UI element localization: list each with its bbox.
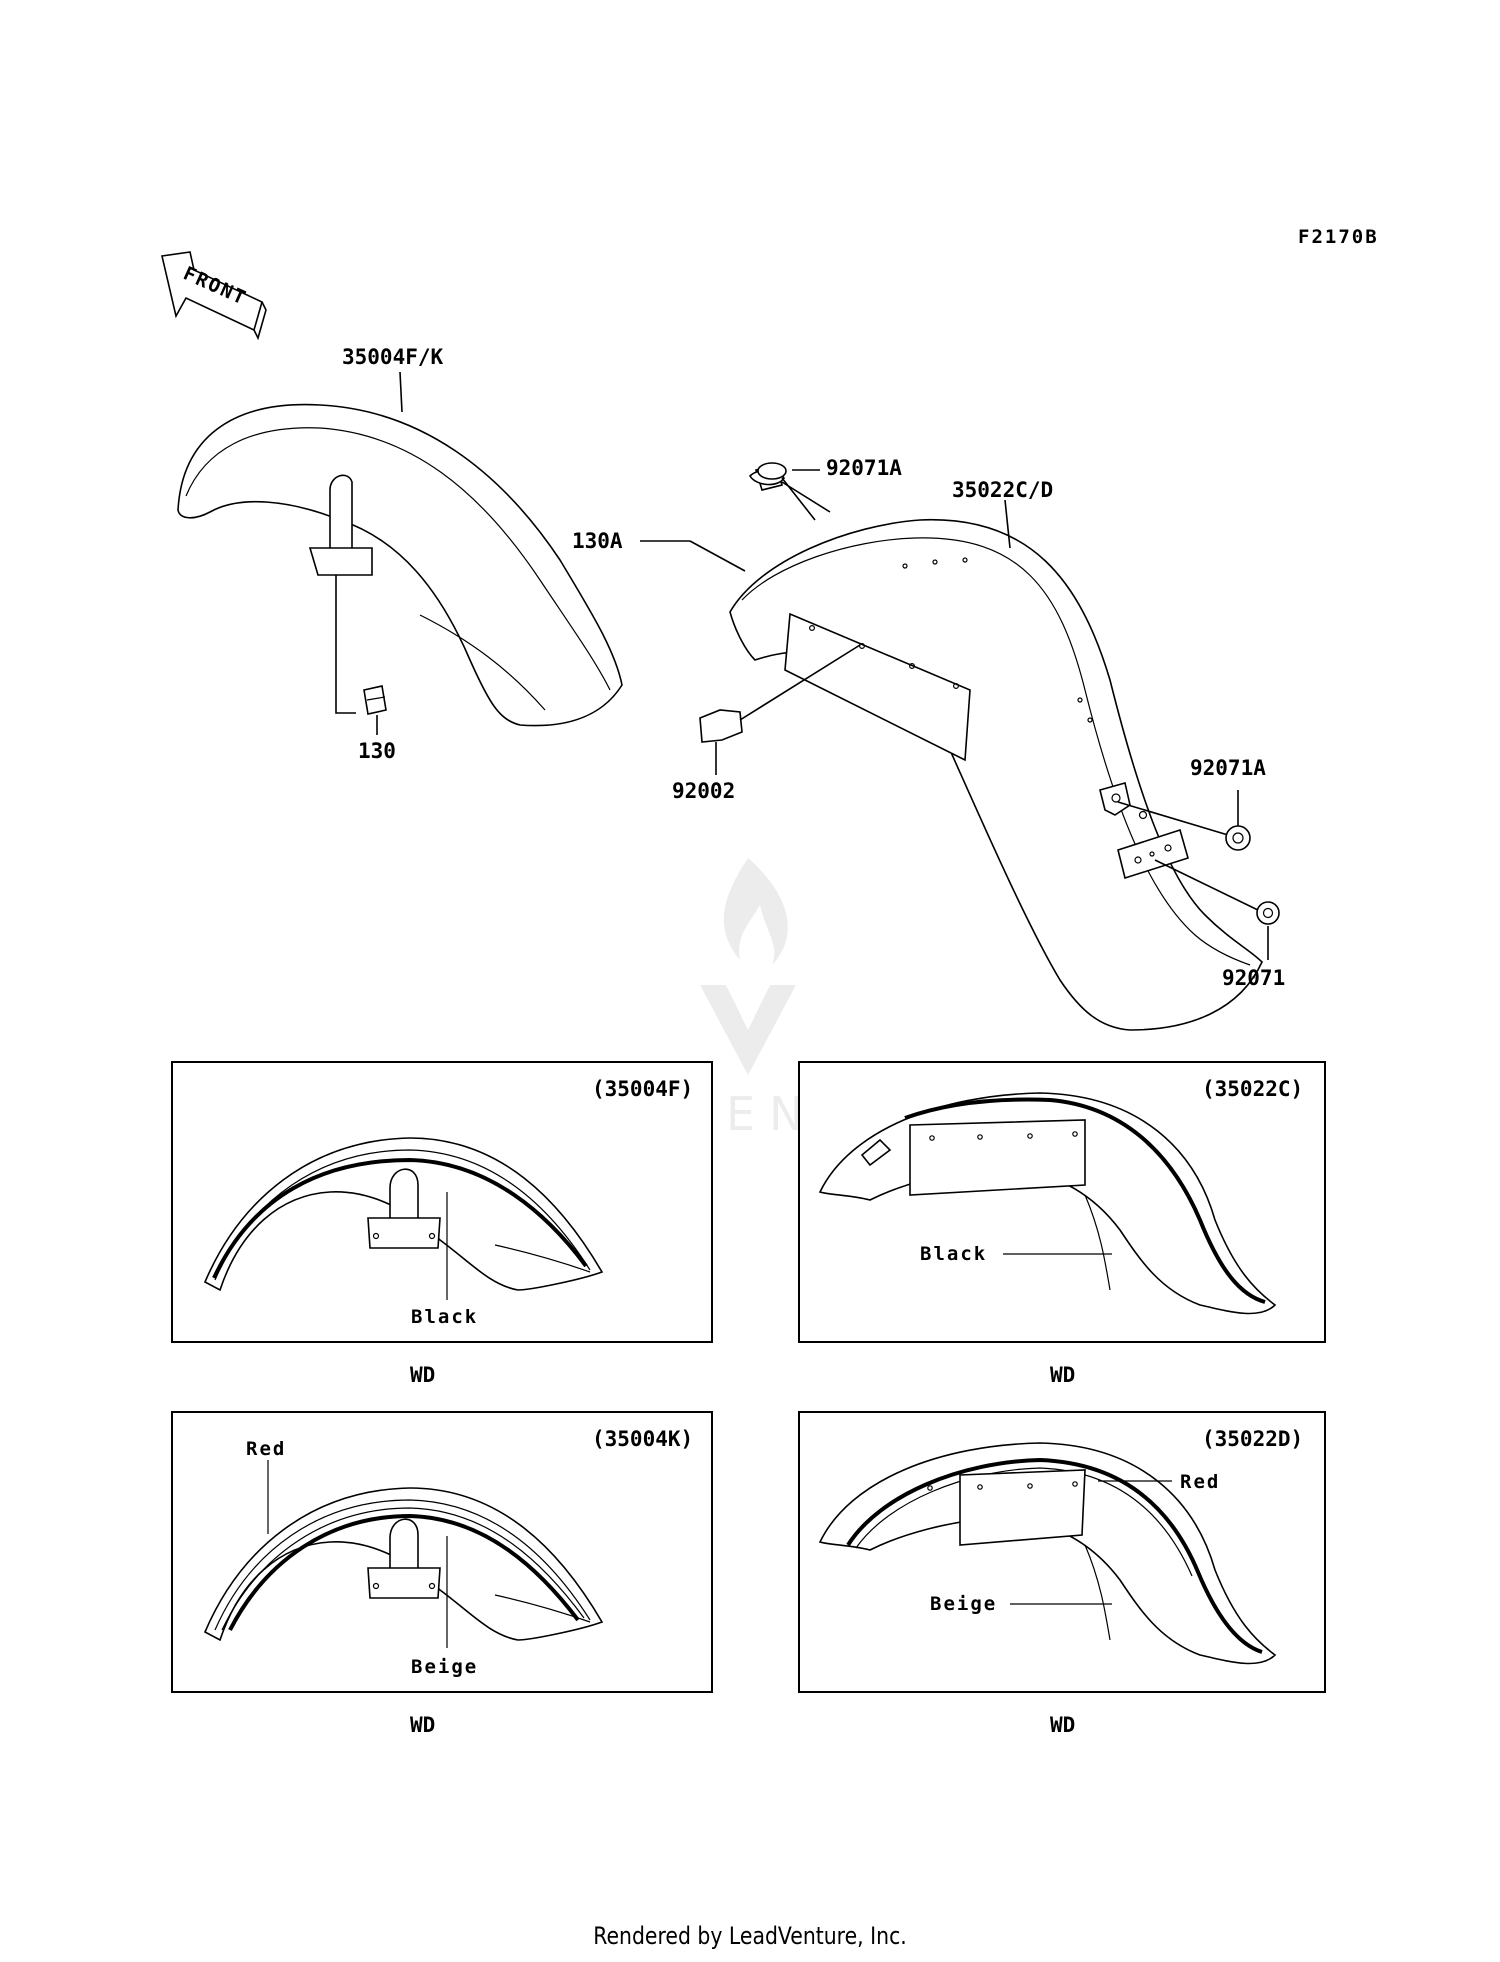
color-label-beige: Beige — [930, 1593, 997, 1615]
footer-credit: Rendered by LeadVenture, Inc. — [593, 1922, 907, 1950]
variant-code: (35022C) — [1202, 1077, 1303, 1101]
diagram-code: F2170B — [1298, 226, 1379, 248]
front-fender: 35004F/K 130 — [177, 345, 623, 763]
callout-rear-fender: 35022C/D — [952, 478, 1053, 502]
variant-panel-35022d: (35022D) Red Beige WD — [798, 1411, 1326, 1737]
variant-panel-35004k: (35004K) Red Beige WD — [171, 1411, 713, 1737]
variant-code: (35004K) — [592, 1427, 693, 1451]
market-code: WD — [1050, 1363, 1075, 1387]
variant-panel-35004f: (35004F) Black WD — [171, 1061, 713, 1387]
color-label-black: Black — [920, 1243, 987, 1265]
color-label-beige: Beige — [411, 1656, 478, 1678]
variant-panel-35022c: (35022C) Black WD — [798, 1061, 1326, 1387]
market-code: WD — [1050, 1713, 1075, 1737]
color-label-red: Red — [1180, 1471, 1220, 1493]
callout-rear-bolt-top: 130A — [572, 529, 623, 553]
color-label-black: Black — [411, 1306, 478, 1328]
callout-front-bolt: 130 — [358, 739, 396, 763]
variant-code: (35004F) — [592, 1077, 693, 1101]
callout-rear-nut-bottom: 92071 — [1222, 966, 1285, 990]
callout-front-fender: 35004F/K — [342, 345, 444, 369]
color-label-red: Red — [246, 1438, 286, 1460]
market-code: WD — [410, 1713, 435, 1737]
variant-code: (35022D) — [1202, 1427, 1303, 1451]
callout-rear-nut-right: 92071A — [1190, 756, 1266, 780]
callout-rear-nut-top: 92071A — [826, 456, 902, 480]
callout-rear-stud: 92002 — [672, 779, 735, 803]
front-arrow-icon: FRONT — [161, 251, 267, 341]
market-code: WD — [410, 1363, 435, 1387]
rear-fender: 130A 92071A 35022C/D 92002 92071A 92071 — [572, 456, 1285, 1031]
